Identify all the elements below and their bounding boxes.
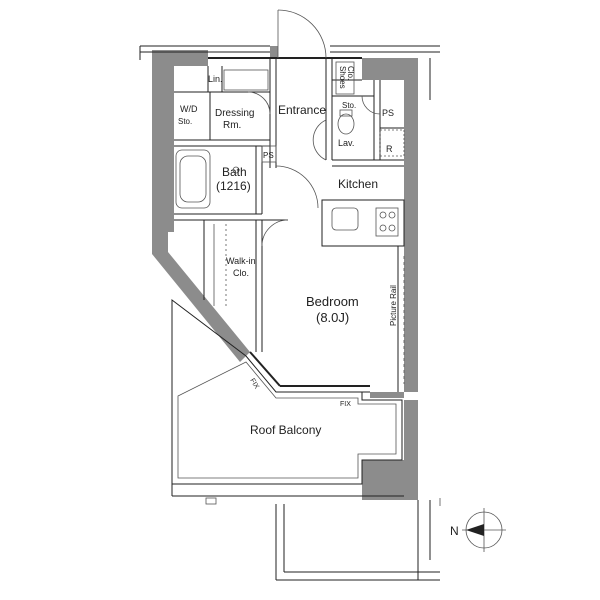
- lin-label: Lin.: [208, 74, 223, 84]
- storage-label: Sto.: [342, 101, 356, 110]
- entrance-jamb: [270, 46, 278, 58]
- bedroom-label: Bedroom: [306, 294, 359, 309]
- northeast-column: [362, 58, 418, 100]
- top-center-wall: [196, 50, 208, 66]
- north-arrow-icon: [466, 524, 484, 536]
- roof-balcony-label: Roof Balcony: [250, 423, 321, 437]
- walk-in-closet-label: Walk-in: [226, 256, 256, 266]
- kitchen-label: Kitchen: [338, 177, 378, 191]
- room-labels: Lin. W/D Sto. Dressing Rm. Entrance Shoe…: [178, 66, 398, 437]
- west-wall: [152, 50, 250, 362]
- picture-rail-label: Picture Rail: [389, 285, 398, 326]
- lav-label: Lav.: [338, 138, 354, 148]
- dressing-room-label-2: Rm.: [223, 120, 241, 131]
- fix-window-label-1: FIX: [248, 377, 260, 390]
- wd-label: W/D: [180, 104, 198, 114]
- entrance-label: Entrance: [278, 103, 326, 117]
- bedroom-size-label: (8.0J): [316, 310, 349, 325]
- walls: [152, 46, 418, 500]
- dressing-room-label: Dressing: [215, 108, 254, 119]
- southeast-pier: [404, 400, 418, 460]
- refrigerator-label: R: [386, 144, 393, 154]
- southeast-column: [362, 460, 418, 500]
- bath-label: Bath: [222, 165, 247, 179]
- east-pier: [404, 100, 418, 392]
- doors: [247, 9, 381, 247]
- ps-bath-label: PS: [263, 151, 274, 160]
- shoes-closet-label: Shoes: [338, 66, 347, 89]
- north-arrow: N: [450, 508, 506, 552]
- fix-jamb: [370, 392, 404, 398]
- bath-size-label: (1216): [216, 179, 251, 193]
- wd-storage-label: Sto.: [178, 117, 192, 126]
- ps-top-label: PS: [382, 108, 394, 118]
- fix-window-label-2: FIX: [340, 401, 351, 408]
- north-label: N: [450, 524, 459, 538]
- shoes-closet-label-2: Clo.: [346, 66, 355, 80]
- walk-in-closet-label-2: Clo.: [233, 268, 249, 278]
